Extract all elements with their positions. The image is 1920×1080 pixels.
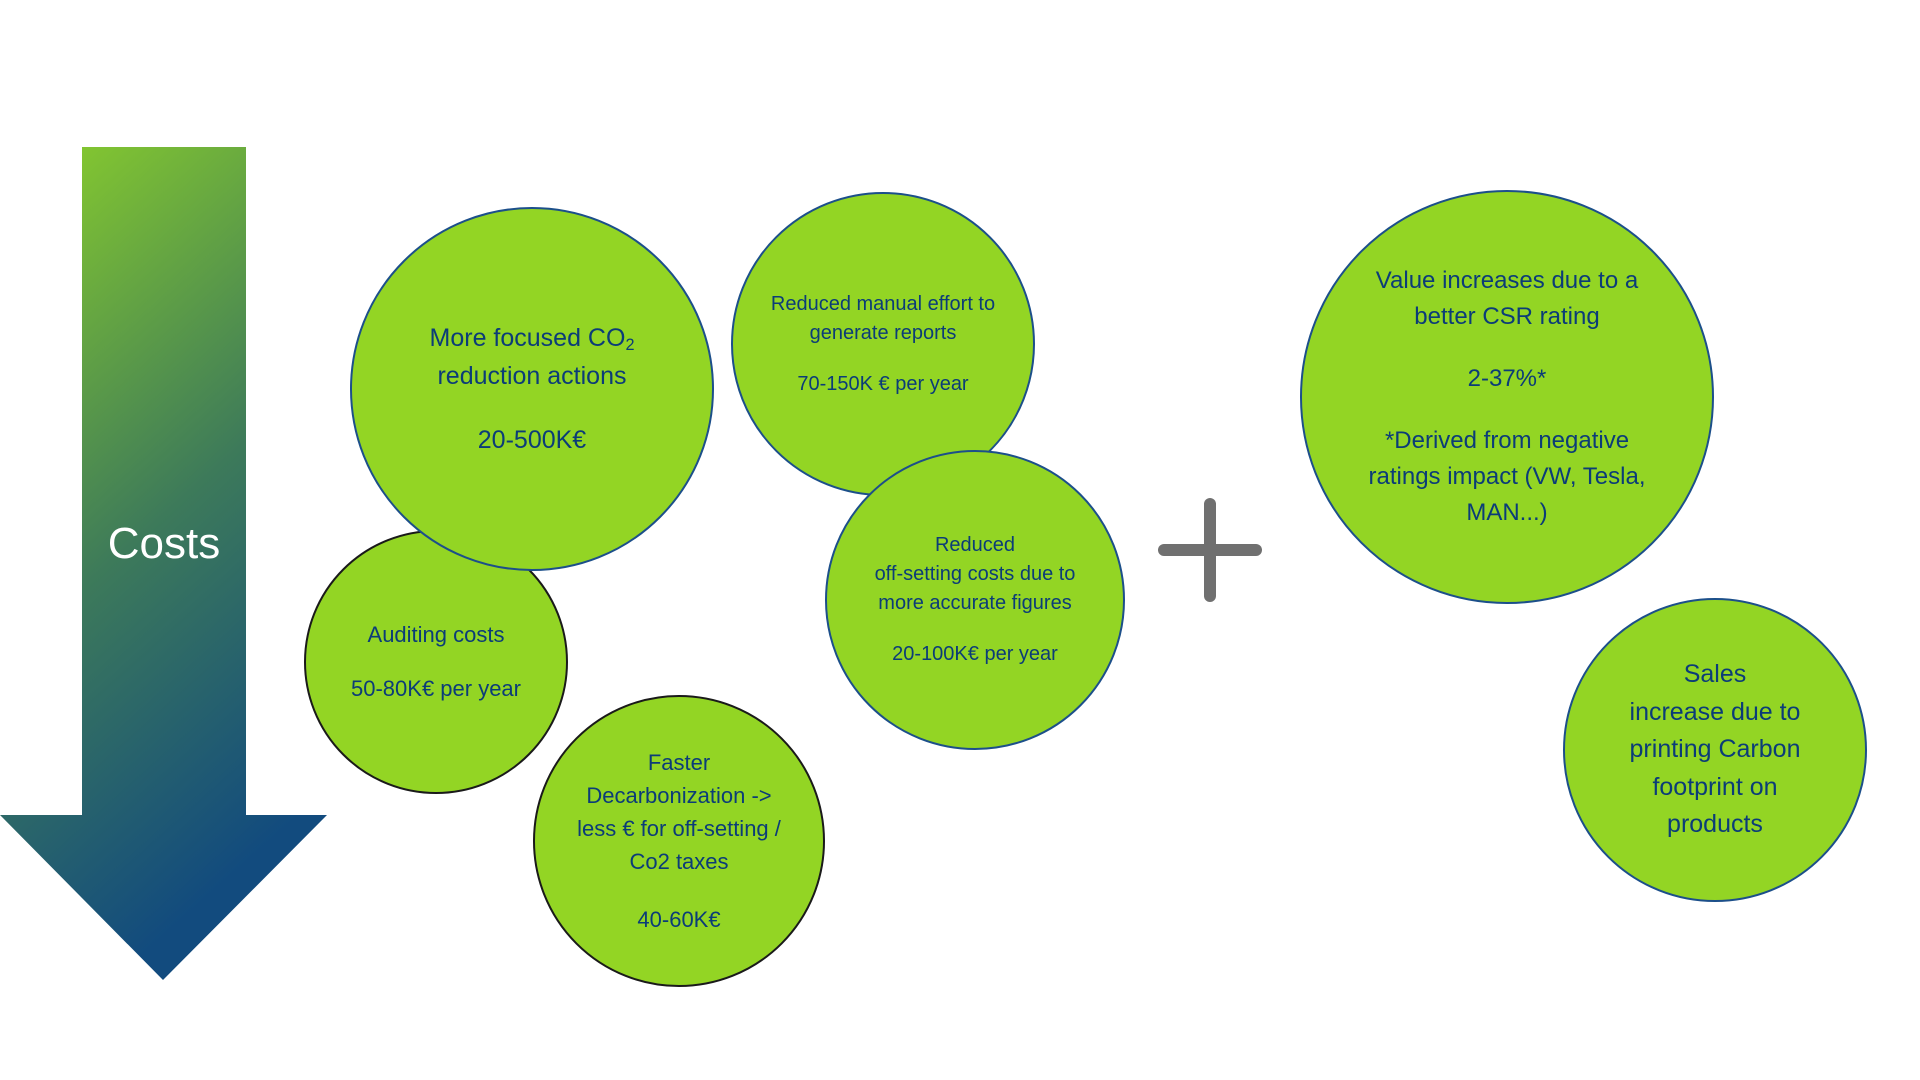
offsetting-line2: off-setting costs due to <box>874 563 1076 585</box>
sales-line3: printing Carbon <box>1629 735 1801 764</box>
manual-effort-value: 70-150K € per year <box>797 372 969 395</box>
offsetting-line3: more accurate figures <box>878 592 1072 614</box>
auditing-title: Auditing costs <box>367 622 505 648</box>
csr-note1: *Derived from negative <box>1384 427 1630 455</box>
decarbonization-line2: Decarbonization -> <box>586 783 772 809</box>
decarbonization-value: 40-60K€ <box>637 906 721 932</box>
sales-line5: products <box>1667 810 1763 839</box>
offsetting-costs-circle: Reduced off-setting costs due to more ac… <box>825 450 1125 750</box>
costs-arrow: Costs <box>0 147 327 980</box>
auditing-costs-circle: Auditing costs 50-80K€ per year <box>304 530 568 794</box>
csr-rating-circle: Value increases due to a better CSR rati… <box>1300 190 1714 604</box>
co2-actions-title: More focused CO2 <box>429 324 635 355</box>
co2-actions-circle: More focused CO2 reduction actions 20-50… <box>350 207 714 571</box>
sales-line2: increase due to <box>1629 697 1801 726</box>
csr-note3: MAN...) <box>1466 499 1548 527</box>
plus-icon <box>1158 498 1262 602</box>
manual-effort-title: Reduced manual effort to <box>770 292 996 315</box>
costs-label: Costs <box>108 519 220 568</box>
csr-value: 2-37%* <box>1467 365 1547 392</box>
offsetting-value: 20-100K€ per year <box>892 643 1058 665</box>
sales-circle: Sales increase due to printing Carbon fo… <box>1563 598 1867 902</box>
manual-effort-subtitle: generate reports <box>809 321 957 344</box>
offsetting-line1: Reduced <box>934 534 1016 556</box>
csr-line2: better CSR rating <box>1414 302 1600 330</box>
decarbonization-line1: Faster <box>647 750 711 776</box>
decarbonization-line4: Co2 taxes <box>629 849 729 875</box>
co2-actions-value: 20-500K€ <box>477 425 587 454</box>
arrow-shape <box>0 147 327 980</box>
manual-effort-circle: Reduced manual effort to generate report… <box>731 192 1035 496</box>
co2-actions-subtitle: reduction actions <box>437 361 627 390</box>
auditing-value: 50-80K€ per year <box>351 676 521 702</box>
decarbonization-circle: Faster Decarbonization -> less € for off… <box>533 695 825 987</box>
sales-line4: footprint on <box>1652 772 1778 801</box>
csr-note2: ratings impact (VW, Tesla, <box>1368 463 1646 491</box>
csr-line1: Value increases due to a <box>1375 266 1639 294</box>
sales-line1: Sales <box>1683 660 1747 689</box>
decarbonization-line3: less € for off-setting / <box>577 816 781 842</box>
